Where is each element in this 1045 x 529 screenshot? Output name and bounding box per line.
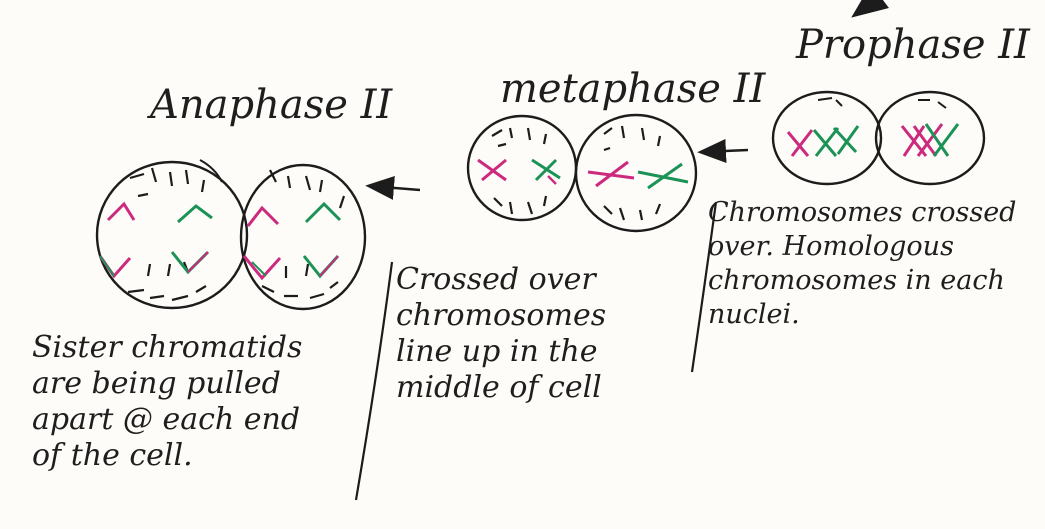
note-line: line up in the xyxy=(396,334,606,370)
note-line: Crossed over xyxy=(396,262,606,298)
anaphase-note: Sister chromatids are being pulled apart… xyxy=(32,330,302,474)
note-line: middle of cell xyxy=(396,370,606,406)
note-line: of the cell. xyxy=(32,438,302,474)
anaphase-title: Anaphase II xyxy=(150,82,392,128)
prophase-cell-left xyxy=(773,92,881,184)
anaphase-cell-right xyxy=(241,165,365,309)
note-line: are being pulled xyxy=(32,366,302,402)
metaphase-note: Crossed over chromosomes line up in the … xyxy=(396,262,606,406)
metaphase-pointer-arrow xyxy=(702,150,748,152)
note-line: chromosomes xyxy=(396,298,606,334)
metaphase-cell-right xyxy=(576,115,696,231)
note-line: apart @ each end xyxy=(32,402,302,438)
prophase-cell-right xyxy=(876,92,984,184)
anaphase-pointer-arrow xyxy=(370,186,420,190)
metaphase-title: metaphase II xyxy=(500,66,765,112)
anaphase-cell-left xyxy=(97,160,247,308)
note-line: over. Homologous xyxy=(708,230,1016,264)
note-line: Chromosomes crossed xyxy=(708,196,1016,230)
metaphase-cell-left xyxy=(468,116,576,220)
prophase-note: Chromosomes crossed over. Homologous chr… xyxy=(708,196,1016,332)
note-line: chromosomes in each xyxy=(708,264,1016,298)
note-line: Sister chromatids xyxy=(32,330,302,366)
note-line: nuclei. xyxy=(708,298,1016,332)
divider-anaphase-metaphase xyxy=(356,262,392,500)
stray-arrow xyxy=(856,2,872,14)
prophase-title: Prophase II xyxy=(796,22,1030,68)
